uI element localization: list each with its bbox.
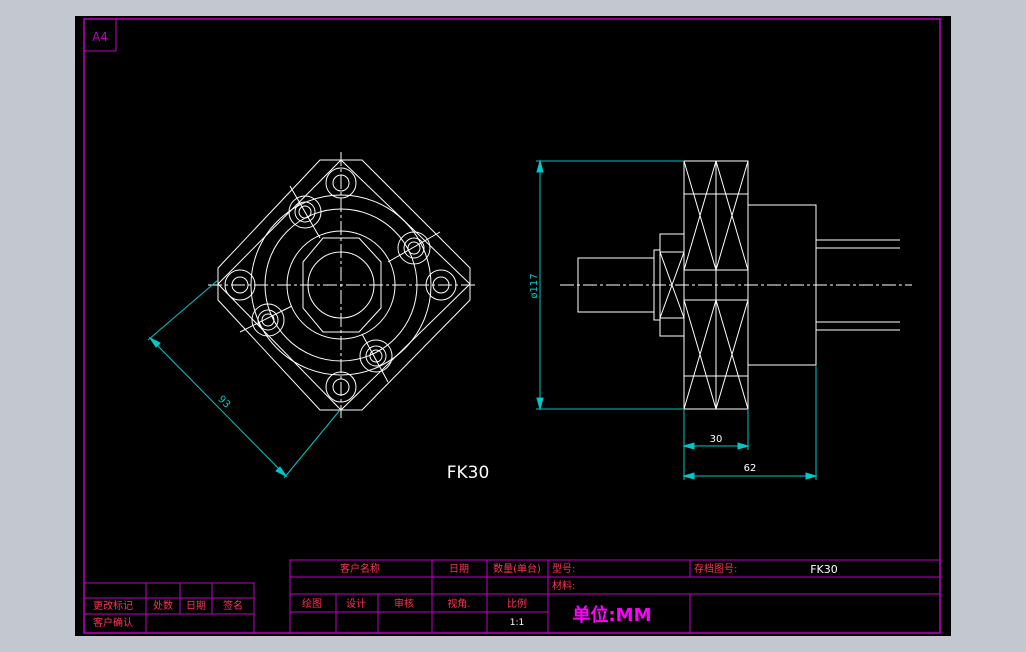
- rb-change-mark: 更改标记: [93, 599, 133, 612]
- side-view: [560, 160, 912, 410]
- tb-scale-value: 1:1: [510, 618, 524, 628]
- tb-date: 日期: [449, 563, 469, 575]
- revision-block: [83, 582, 255, 634]
- tb-drawing-no-value: FK30: [810, 563, 838, 576]
- part-label: FK30: [447, 463, 490, 483]
- dimension-length: [682, 365, 818, 480]
- rb-customer-confirm: 客户确认: [93, 616, 133, 629]
- dimension-flange: [682, 409, 750, 480]
- hex-nut: [302, 237, 382, 333]
- tb-drawing-no-label: 存档图号:: [694, 562, 737, 575]
- tb-customer-name: 客户名称: [340, 562, 380, 575]
- rb-date: 日期: [186, 600, 206, 612]
- sheet-size-label: A4: [92, 30, 108, 44]
- tb-unit: 单位:MM: [572, 604, 651, 626]
- tb-quantity: 数量(单台): [493, 562, 541, 575]
- dimension-diagonal: [147, 279, 341, 479]
- tb-scale: 比例: [507, 597, 527, 610]
- dimension-diameter-label: ø117: [529, 273, 540, 298]
- dimension-flange-label: 30: [710, 434, 723, 445]
- dimension-length-label: 62: [744, 463, 757, 474]
- rb-signature: 签名: [223, 599, 243, 612]
- tb-material: 材料:: [552, 579, 575, 592]
- front-view: [208, 152, 476, 418]
- tb-review: 审核: [394, 597, 414, 610]
- flange-octagon: [217, 159, 471, 411]
- rb-location-count: 处数: [153, 599, 173, 612]
- counterbore-hole-1: [288, 195, 322, 229]
- counterbore-hole-2: [397, 231, 431, 265]
- sheet-size-box: A4: [83, 18, 117, 52]
- drawing-canvas: [75, 16, 951, 636]
- counterbore-hole-4: [359, 339, 393, 373]
- counterbore-hole-3: [251, 303, 285, 337]
- tb-view-angle: 视角.: [447, 597, 470, 610]
- tb-design: 设计: [346, 597, 366, 610]
- title-block: [289, 559, 941, 634]
- tb-drawn: 绘图: [302, 597, 322, 610]
- tb-model: 型号:: [552, 562, 575, 575]
- dimension-diameter: [536, 159, 684, 411]
